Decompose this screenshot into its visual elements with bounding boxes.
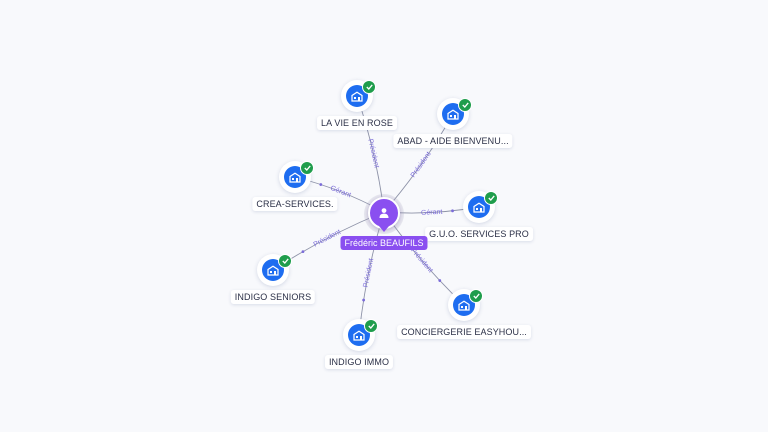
check-icon: [458, 98, 472, 112]
company-label[interactable]: CREA-SERVICES.: [252, 197, 338, 211]
edge-label-lavie: Président: [366, 138, 380, 168]
edge-arrow-indigoi: [362, 298, 366, 302]
company-label[interactable]: INDIGO IMMO: [324, 355, 394, 369]
edge-arrow-guo: [451, 209, 454, 213]
check-icon: [484, 191, 498, 205]
check-icon: [362, 80, 376, 94]
company-circle[interactable]: [279, 161, 311, 193]
edge-label-indigos: Président: [313, 229, 343, 249]
check-icon: [364, 319, 378, 333]
check-icon: [469, 289, 483, 303]
edge-arrow-indigos: [301, 250, 305, 254]
company-label[interactable]: ABAD - AIDE BIENVENU...: [393, 134, 513, 148]
edge-label-guo: Gérant: [421, 209, 443, 217]
check-icon: [300, 161, 314, 175]
check-icon: [278, 254, 292, 268]
center-person-node[interactable]: [368, 197, 400, 229]
company-label[interactable]: INDIGO SENIORS: [230, 290, 316, 304]
company-label[interactable]: CONCIERGERIE EASYHOU...: [397, 325, 531, 339]
company-label[interactable]: LA VIE EN ROSE: [317, 116, 397, 130]
person-icon: [379, 208, 389, 218]
edge-label-indigoi: Président: [363, 258, 376, 288]
company-label[interactable]: G.U.O. SERVICES PRO: [425, 227, 533, 241]
edge-label-abad: Président: [410, 151, 433, 179]
edge-arrow-crea: [319, 183, 323, 186]
edge-arrow-concier: [438, 279, 442, 282]
edge-label-concier: Président: [409, 247, 434, 274]
center-person-label[interactable]: Frédéric BEAUFILS: [340, 236, 428, 250]
center-pin-tail: [379, 226, 389, 232]
